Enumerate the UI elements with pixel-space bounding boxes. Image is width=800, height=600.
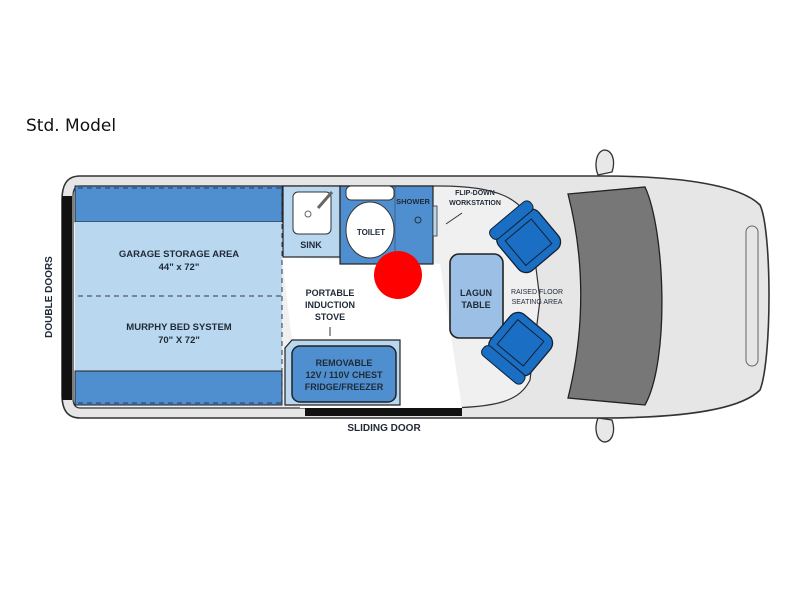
- fridge-label-2: 12V / 110V CHEST: [305, 370, 383, 380]
- stove-label-2: INDUCTION: [305, 300, 355, 310]
- shower-drain-icon: [414, 216, 422, 224]
- model-title: Std. Model: [26, 116, 117, 136]
- shower-label: SHOWER: [396, 197, 430, 206]
- drain-icon: [304, 210, 312, 218]
- front-grille: [745, 225, 759, 367]
- table-label-1: LAGUN: [460, 288, 492, 298]
- fridge-freezer[interactable]: [291, 345, 397, 403]
- murphy-bed-label: MURPHY BED SYSTEM: [126, 322, 231, 333]
- murphy-size-label: 70" X 72": [158, 335, 200, 346]
- bed-top-cushion: [74, 185, 283, 223]
- mirror-bottom: [595, 417, 615, 443]
- sliding-door-label: SLIDING DOOR: [347, 423, 421, 434]
- toilet-tank: [345, 185, 395, 201]
- workstation-label-2: WORKSTATION: [449, 200, 501, 207]
- stove-label-1: PORTABLE: [306, 288, 355, 298]
- seating-label-1: RAISED FLOOR: [511, 289, 563, 296]
- fridge-label-1: REMOVABLE: [316, 358, 373, 368]
- swivel-seat-bottom[interactable]: [480, 308, 557, 386]
- sliding-door-bar[interactable]: [305, 408, 462, 416]
- table-label-2: TABLE: [461, 300, 490, 310]
- garage-storage-area[interactable]: [75, 222, 282, 296]
- workstation-pointer: [445, 212, 463, 225]
- garage-size-label: 44" x 72": [159, 262, 200, 273]
- murphy-bed-system[interactable]: [75, 296, 282, 371]
- mirror-top: [595, 149, 615, 176]
- stove-label-3: STOVE: [315, 312, 345, 322]
- lagun-table[interactable]: [449, 253, 504, 339]
- double-doors-bar: [62, 196, 72, 400]
- sink-label: SINK: [300, 240, 322, 250]
- garage-storage-label: GARAGE STORAGE AREA: [119, 249, 239, 260]
- fridge-label-3: FRIDGE/FREEZER: [305, 382, 384, 392]
- bed-bottom-cushion: [74, 370, 283, 406]
- flip-down-workstation[interactable]: [432, 205, 438, 237]
- double-doors-label: DOUBLE DOORS: [44, 256, 55, 338]
- seating-label-2: SEATING AREA: [512, 299, 563, 306]
- windshield: [567, 186, 663, 406]
- red-marker: [374, 251, 422, 299]
- workstation-label-1: FLIP-DOWN: [455, 190, 495, 197]
- faucet-icon: [316, 191, 334, 209]
- swivel-seat-top[interactable]: [488, 199, 565, 277]
- toilet-bowl: [345, 201, 395, 259]
- toilet-label: TOILET: [357, 228, 385, 237]
